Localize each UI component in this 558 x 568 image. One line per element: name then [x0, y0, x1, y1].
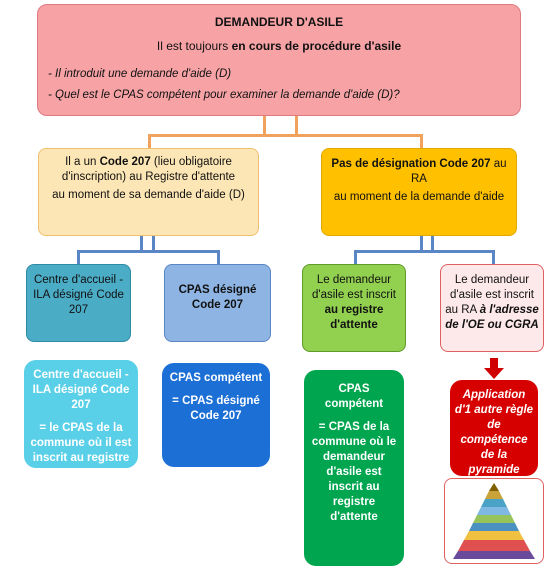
- designated-cpas-box: CPAS désigné Code 207: [164, 264, 271, 342]
- oe-cgra-text-c: adresse de l'OE ou CGRA: [445, 303, 539, 331]
- connector: [77, 250, 219, 253]
- no-code-207-box: Pas de désignation Code 207 au RA au mom…: [321, 148, 517, 236]
- cpas-register-b: = CPAS de la commune où le demandeur d'a…: [311, 420, 397, 523]
- reception-centre-box: Centre d'accueil - ILA désigné Code 207: [26, 264, 131, 342]
- connector: [295, 116, 298, 136]
- code-207-box: Il a un Code 207 (lieu obligatoire d'ins…: [38, 148, 259, 236]
- reception-centre-text: Centre d'accueil - ILA désigné Code 207: [33, 274, 124, 316]
- no-code-207-text: Pas de désignation Code 207 au RA: [330, 157, 508, 187]
- top-bullet-2: - Quel est le CPAS compétent pour examin…: [48, 89, 400, 101]
- top-bullet-1: - Il introduit une demande d'aide (D): [48, 68, 232, 80]
- designated-cpas-text: CPAS désigné Code 207: [178, 284, 257, 311]
- waiting-register-text-c: registre d'attente: [330, 303, 384, 331]
- connector: [354, 250, 494, 253]
- pyramid-rule-text: Application d'1 autre règle de compétenc…: [454, 389, 534, 476]
- connector: [217, 250, 220, 264]
- code-207-text-a: Il a un: [65, 156, 100, 168]
- oe-cgra-text-b: à l': [479, 303, 496, 316]
- reception-centre-result-box: Centre d'accueil - ILA désigné Code 207 …: [24, 360, 138, 468]
- asylum-seeker-box: DEMANDEUR D'ASILE Il est toujours en cou…: [37, 4, 521, 116]
- cpas-register-a: CPAS compétent: [324, 383, 384, 410]
- top-subtitle-b: en cours de procédure d'asile: [231, 39, 402, 53]
- top-title: DEMANDEUR D'ASILE: [214, 15, 344, 29]
- oe-cgra-text-a: Le demandeur d'asile est inscrit au RA: [445, 274, 534, 316]
- connector: [420, 134, 423, 148]
- connector: [263, 116, 266, 136]
- waiting-register-text-a: Le demandeur d'asile est inscrit: [311, 274, 396, 301]
- connector: [492, 250, 495, 264]
- connector: [148, 134, 151, 148]
- waiting-register-box: Le demandeur d'asile est inscrit au regi…: [302, 264, 406, 352]
- pyramid-icon: [453, 483, 535, 559]
- pyramid-thumbnail: [444, 478, 544, 564]
- connector: [152, 236, 155, 252]
- reception-centre-result-a: Centre d'accueil - ILA désigné Code 207: [32, 369, 130, 411]
- code-207-moment: au moment de sa demande d'aide (D): [52, 188, 245, 201]
- top-subtitle: Il est toujours en cours de procédure d'…: [48, 39, 510, 53]
- cpas-competent-a: CPAS compétent: [169, 372, 263, 384]
- oe-cgra-address-box: Le demandeur d'asile est inscrit au RA à…: [440, 264, 544, 352]
- waiting-register-text-b: au: [324, 303, 342, 316]
- code-207-text-b: Code 207: [99, 156, 151, 168]
- code-207-text-c: (lieu obligatoire d'inscription) au Regi…: [61, 156, 236, 183]
- top-subtitle-a: Il est toujours: [156, 39, 232, 53]
- cpas-competent-designated-box: CPAS compétent = CPAS désigné Code 207: [162, 363, 270, 467]
- connector: [354, 250, 357, 264]
- connector: [140, 236, 143, 252]
- reception-centre-result-b: = le CPAS de la commune où il est inscri…: [30, 421, 132, 464]
- arrow-down-icon: [484, 358, 504, 379]
- pyramid-rule-box: Application d'1 autre règle de compétenc…: [450, 380, 538, 476]
- connector: [148, 134, 422, 137]
- code-207-text: Il a un Code 207 (lieu obligatoire d'ins…: [47, 155, 250, 185]
- connector: [431, 236, 434, 252]
- no-code-207-moment: au moment de la demande d'aide: [333, 190, 505, 203]
- no-code-207-text-a: Pas de désignation Code 207: [331, 158, 491, 170]
- no-code-207-text-b: au RA: [411, 158, 507, 185]
- cpas-competent-register-box: CPAS compétent = CPAS de la commune où l…: [304, 370, 404, 566]
- cpas-competent-b: = CPAS désigné Code 207: [172, 394, 260, 422]
- connector: [420, 236, 423, 252]
- connector: [77, 250, 80, 264]
